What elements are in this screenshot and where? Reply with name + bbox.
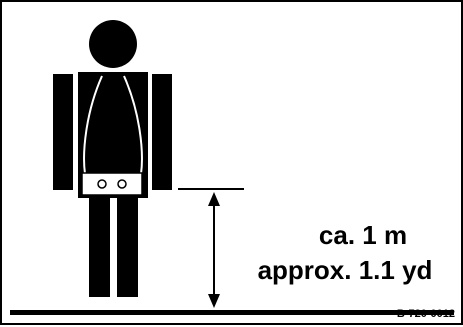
height-arrow-head-up <box>208 192 220 206</box>
person-left-arm <box>53 74 73 190</box>
height-label-metric: ca. 1 m <box>318 220 408 250</box>
person-right-arm <box>152 74 172 190</box>
ground-line <box>10 310 454 315</box>
harness-straps <box>83 75 143 175</box>
belt-ring-right <box>117 179 127 189</box>
person-head <box>89 20 137 68</box>
person-right-leg <box>117 196 138 297</box>
height-label-imperial: approx. 1.1 yd <box>257 255 433 285</box>
person-figure <box>53 20 172 297</box>
height-arrow-head-down <box>208 294 220 308</box>
height-dimension <box>178 188 244 308</box>
reference-code: B-720-0012 <box>396 308 455 320</box>
harness-belt <box>81 172 143 196</box>
harness-right-strap <box>123 75 143 175</box>
belt-ring-left <box>97 179 107 189</box>
person-left-leg <box>89 196 110 297</box>
harness-left-strap <box>83 75 103 175</box>
belt-buckle <box>81 172 143 196</box>
